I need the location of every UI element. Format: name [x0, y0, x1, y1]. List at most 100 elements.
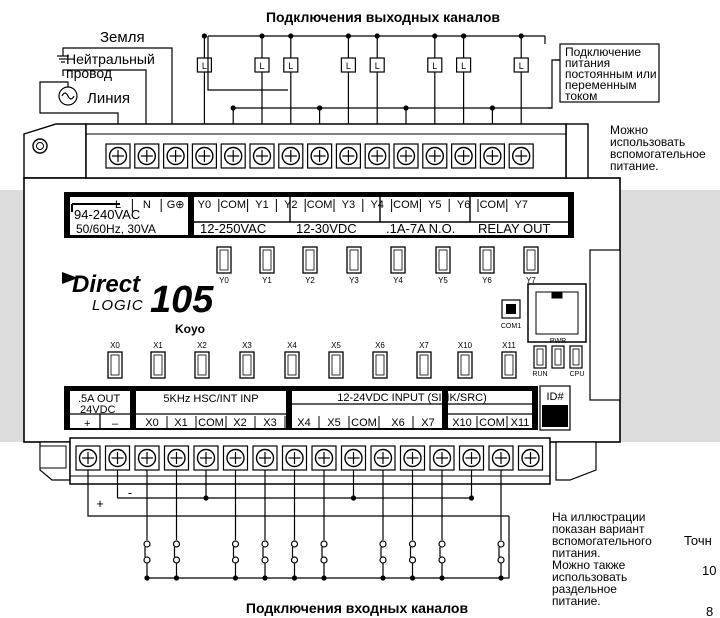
- input-range-label: 12-24VDC INPUT (SINK/SRC): [337, 392, 487, 404]
- out-5a-label: .5A OUT: [78, 393, 120, 405]
- bottom-terminal-screw[interactable]: [517, 445, 544, 471]
- top-terminal-screw[interactable]: [220, 143, 246, 169]
- top-terminal-screw[interactable]: [335, 143, 361, 169]
- bottom-terminal-screw[interactable]: [370, 445, 396, 471]
- power-note-box: [559, 43, 660, 103]
- bottom-terminal-screw[interactable]: [281, 445, 308, 471]
- bottom-terminal-label: COM: [198, 417, 224, 429]
- bottom-terminal-screw[interactable]: [222, 445, 249, 471]
- bottom-terminal-screw[interactable]: [311, 445, 337, 471]
- top-terminal-label: Y2: [284, 199, 297, 211]
- input-switch: [143, 540, 151, 578]
- output-led: [216, 246, 232, 274]
- top-terminal-screw[interactable]: [364, 143, 390, 169]
- group1-label: 12-250VAC: [200, 221, 266, 236]
- out-24vdc-label: 24VDC: [80, 404, 116, 416]
- aux-note-bottom: На иллюстрации показан вариант вспомогат…: [552, 510, 652, 608]
- bottom-terminal-label: X2: [233, 417, 246, 429]
- bottom-terminal-screw[interactable]: [193, 445, 219, 471]
- directlogic-logo: Direct LOGIC 105 Koyo: [62, 271, 214, 336]
- bottom-terminal-screw[interactable]: [399, 445, 426, 471]
- wire-minus-label: -: [128, 485, 132, 500]
- outputs-title: Подключения выходных каналов: [266, 9, 500, 25]
- top-terminal-label: G⊕: [167, 199, 185, 211]
- top-terminal-screw[interactable]: [307, 143, 333, 169]
- bottom-terminal-screw[interactable]: [75, 445, 101, 471]
- top-terminal-label: COM: [480, 199, 506, 211]
- input-led-label: X11: [502, 341, 516, 350]
- input-led: [501, 351, 517, 379]
- power-note-line-3: постоянным или: [565, 67, 657, 81]
- bottom-terminal-label: X3: [263, 417, 276, 429]
- group2-label: 12-30VDC: [296, 221, 357, 236]
- group4-label: RELAY OUT: [478, 221, 551, 236]
- output-led-label: Y7: [526, 276, 536, 285]
- top-terminal-screw[interactable]: [191, 143, 217, 169]
- neutral-label-1: Нейтральный: [66, 51, 155, 67]
- output-led-label: Y2: [305, 276, 315, 285]
- bottom-terminal-label: X0: [145, 417, 158, 429]
- power-freq-label: 50/60Hz, 30VA: [76, 222, 156, 236]
- input-led: [194, 351, 210, 379]
- top-terminal-screw[interactable]: [163, 143, 189, 169]
- brand-model: 105: [150, 279, 214, 321]
- bottom-terminal-screw[interactable]: [488, 445, 514, 471]
- brand-maker: Koyo: [175, 322, 205, 336]
- bottom-terminal-label: X6: [391, 417, 404, 429]
- load-label: L: [375, 61, 380, 71]
- top-terminal-screw[interactable]: [278, 143, 304, 169]
- bottom-terminal-screw[interactable]: [134, 445, 160, 471]
- input-switch: [408, 540, 417, 578]
- top-terminal-screw[interactable]: [451, 143, 477, 169]
- right-edge-text-3: 8: [706, 604, 713, 618]
- top-terminal-screw[interactable]: [422, 143, 448, 169]
- top-terminal-screw[interactable]: [393, 143, 419, 169]
- input-led-label: X6: [375, 341, 385, 350]
- status-leds: RUN PWR CPU: [532, 338, 584, 378]
- top-terminal-screw[interactable]: [134, 143, 160, 169]
- top-terminal-label: COM: [220, 199, 246, 211]
- cpu-label: CPU: [570, 371, 585, 378]
- bottom-terminal-label: COM: [351, 417, 377, 429]
- top-terminal-label: COM: [307, 199, 333, 211]
- hsc-label: 5KHz HSC/INT INP: [163, 393, 258, 405]
- top-terminal-label: Y0: [198, 199, 211, 211]
- top-terminal-screw[interactable]: [508, 143, 534, 169]
- top-terminal-screw[interactable]: [105, 143, 131, 169]
- id-label: ID#: [546, 391, 564, 403]
- input-led-label: X3: [242, 341, 252, 350]
- output-led-label: Y4: [393, 276, 403, 285]
- bottom-terminal-screw[interactable]: [340, 445, 367, 471]
- output-led: [259, 246, 275, 274]
- bottom-terminal-screw[interactable]: [252, 445, 278, 471]
- output-led: [346, 246, 362, 274]
- aux-note-bottom-line-6: использовать: [552, 570, 627, 584]
- top-terminal-screw[interactable]: [249, 143, 275, 169]
- ac-source-icon: [39, 81, 119, 156]
- bottom-terminal-screw[interactable]: [458, 445, 485, 471]
- output-led: [435, 246, 451, 274]
- com1-port[interactable]: COM1: [501, 299, 521, 330]
- load-label: L: [259, 61, 264, 71]
- output-led-label: Y6: [482, 276, 492, 285]
- top-terminal-label: Y6: [457, 199, 470, 211]
- top-terminal-screw[interactable]: [479, 143, 505, 169]
- right-edge-text-1: Точн: [684, 533, 712, 548]
- input-switch: [290, 540, 299, 578]
- load-label: L: [519, 61, 524, 71]
- aux-note-bottom-line-1: На иллюстрации: [552, 510, 646, 524]
- bottom-terminal-screw[interactable]: [163, 445, 190, 471]
- bottom-terminal-screw[interactable]: [104, 445, 131, 471]
- load-label: L: [432, 61, 437, 71]
- input-switch: [261, 540, 269, 578]
- right-edge-text-2: 10: [702, 563, 716, 578]
- bottom-terminal-screw[interactable]: [429, 445, 455, 471]
- bottom-terminal-label: X1: [174, 417, 187, 429]
- input-switch: [438, 540, 446, 578]
- ethernet-port[interactable]: [527, 283, 587, 343]
- bottom-terminal-label: X10: [452, 417, 472, 429]
